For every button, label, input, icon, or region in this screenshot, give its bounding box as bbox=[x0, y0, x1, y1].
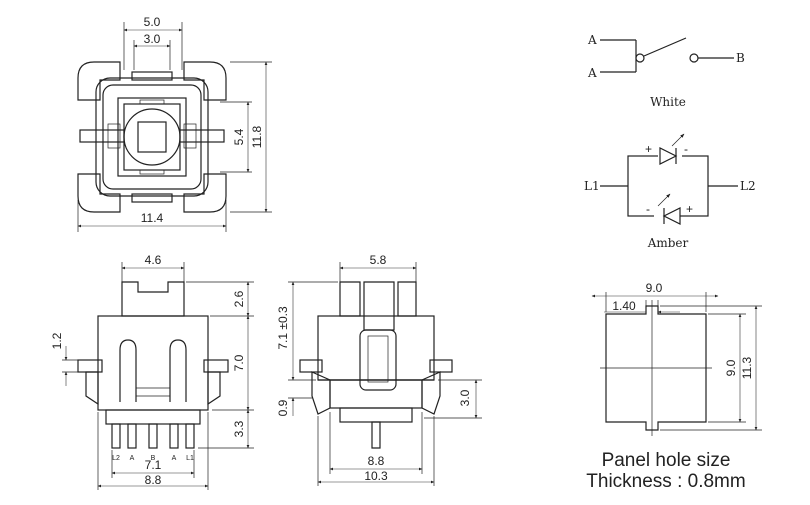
led-caption: Amber bbox=[647, 236, 689, 250]
pin-label-b: B bbox=[151, 455, 156, 462]
led-left-label: L1 bbox=[584, 179, 600, 193]
terminal-a2: A bbox=[587, 66, 597, 80]
dim-inner-height: 9.0 bbox=[724, 359, 738, 376]
dim-right-bottom: 3.3 bbox=[232, 420, 246, 437]
dim-width: 9.0 bbox=[646, 281, 663, 295]
dim-bottom: 11.4 bbox=[141, 211, 164, 225]
dim-bottom-inner: 7.1 bbox=[145, 458, 162, 472]
led-plus-top: + bbox=[645, 142, 652, 156]
dim-top-inner: 3.0 bbox=[144, 32, 161, 46]
dim-left-height: 7.1 ±0.3 bbox=[276, 306, 290, 350]
led-minus-top: - bbox=[684, 142, 688, 156]
dim-right-inner: 5.4 bbox=[232, 128, 246, 145]
pin-label-l1: L1 bbox=[186, 455, 194, 462]
led-plus-bottom: + bbox=[686, 202, 693, 216]
dim-right-outer: 11.8 bbox=[250, 125, 264, 148]
dim-outer-height: 11.3 bbox=[740, 356, 754, 379]
dim-top-outer: 5.0 bbox=[144, 15, 161, 29]
dim-top: 5.8 bbox=[370, 253, 387, 267]
panel-hole: 9.0 1.40 9.0 11.3 Panel hole size Thickn… bbox=[586, 281, 762, 492]
dim-bottom-outer: 10.3 bbox=[364, 469, 388, 483]
led-symbol: + - + - L1 L2 Amber bbox=[584, 133, 756, 250]
dim-bottom-outer: 8.8 bbox=[145, 473, 162, 487]
side-view: 5.8 7.1 ±0.3 0.9 3.0 8.8 10.3 bbox=[276, 253, 482, 486]
dim-bottom-inner: 8.8 bbox=[368, 454, 385, 468]
terminal-a1: A bbox=[587, 33, 597, 47]
panel-hole-caption-2: Thickness : 0.8mm bbox=[586, 471, 745, 492]
led-minus-bottom: - bbox=[646, 202, 650, 216]
switch-caption: White bbox=[650, 95, 686, 109]
dim-notch: 1.40 bbox=[612, 299, 636, 313]
dim-right: 3.0 bbox=[458, 389, 472, 406]
terminal-b: B bbox=[736, 51, 745, 65]
pin-label-l2: L2 bbox=[112, 455, 120, 462]
switch-symbol: A A B White bbox=[587, 33, 745, 109]
dim-right-top: 2.6 bbox=[232, 290, 246, 307]
dim-left-bottom: 0.9 bbox=[276, 399, 290, 416]
pin-label-a2: A bbox=[172, 455, 177, 462]
pin-label-a1: A bbox=[130, 455, 135, 462]
dim-top: 4.6 bbox=[145, 253, 162, 267]
led-right-label: L2 bbox=[740, 179, 756, 193]
panel-hole-caption-1: Panel hole size bbox=[602, 450, 731, 471]
dim-left: 1.2 bbox=[50, 332, 64, 349]
dim-right-mid: 7.0 bbox=[232, 354, 246, 371]
front-view: 4.6 1.2 2.6 7.0 3.3 L2 A B A L1 7.1 8.8 bbox=[50, 253, 254, 490]
top-view: 5.0 3.0 5.4 11.8 11.4 bbox=[77, 15, 272, 232]
